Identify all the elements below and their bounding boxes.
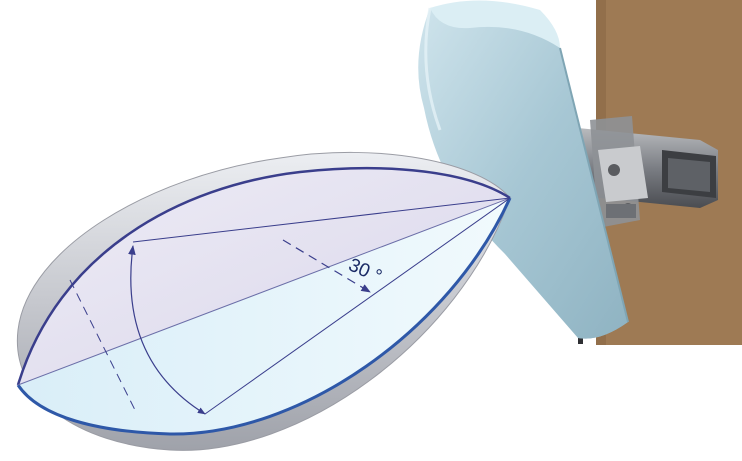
antenna-beam-diagram: 30 ° <box>0 0 742 461</box>
